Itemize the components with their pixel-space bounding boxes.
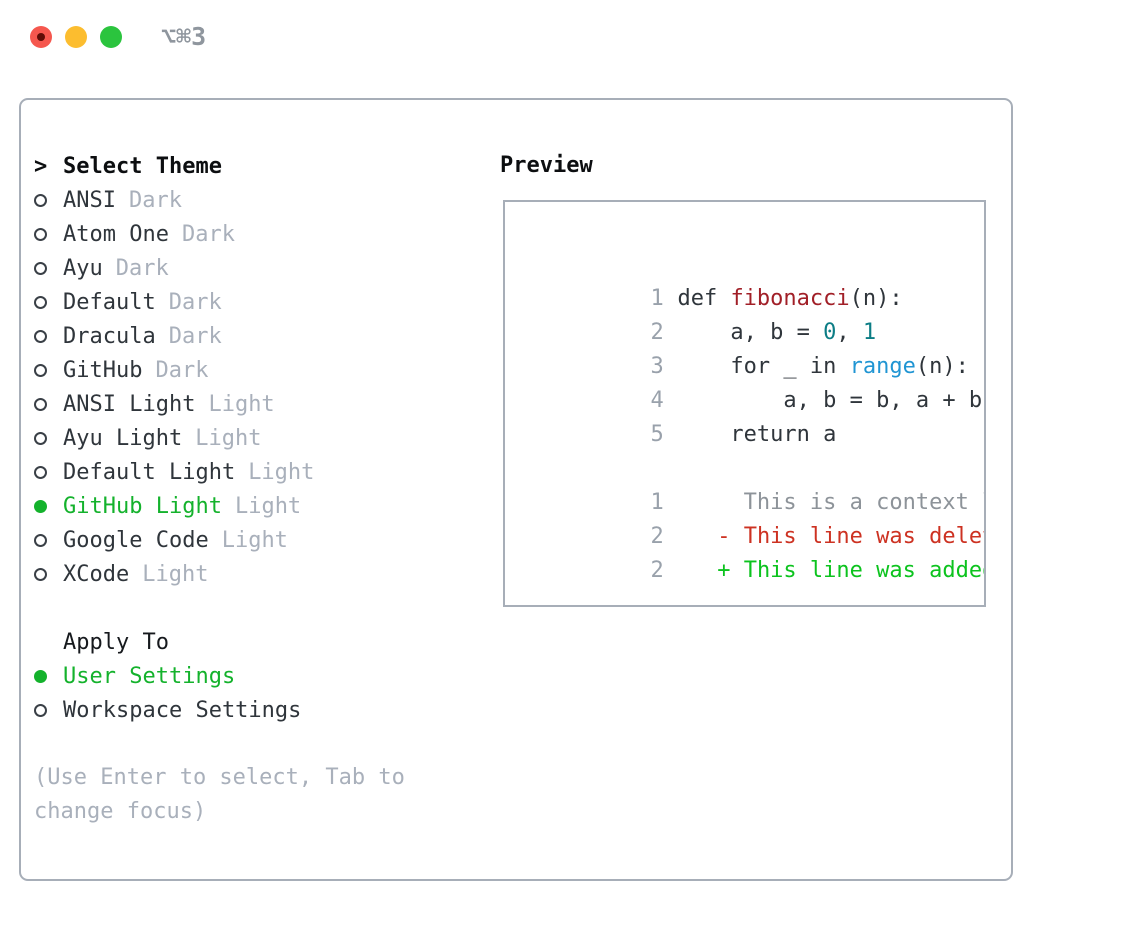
keyboard-hint-line-2: change focus) (34, 799, 207, 824)
line-number: 1 (650, 490, 664, 515)
line-number: 5 (650, 422, 664, 447)
theme-picker-panel: > Select Theme ANSI Dark Atom One Dark (19, 98, 1013, 881)
theme-variant-tag: Light (195, 425, 262, 451)
diff-text: + This line was added. (717, 558, 986, 583)
apply-to-option[interactable]: Workspace Settings (34, 693, 489, 727)
window-titlebar: ⌥⌘3 (30, 22, 207, 51)
diff-line: 1 This is a context line. (518, 452, 984, 515)
code-text: a, b = 0, 1 (677, 320, 877, 345)
zoom-window-icon[interactable] (100, 26, 122, 48)
window-title: ⌥⌘3 (161, 22, 207, 51)
theme-name: Ayu Light (63, 425, 183, 451)
preview-label: Preview (500, 153, 593, 178)
theme-name: Ayu (63, 255, 103, 281)
theme-option[interactable]: Google Code Light (34, 523, 489, 557)
line-number: 2 (650, 558, 664, 583)
theme-option[interactable]: XCode Light (34, 557, 489, 591)
theme-option[interactable]: Dracula Dark (34, 319, 489, 353)
theme-variant-tag: Light (142, 561, 209, 587)
theme-name: Atom One (63, 221, 169, 247)
theme-option[interactable]: GitHub Dark (34, 353, 489, 387)
diff-preview: 1 This is a context line. 2 - This line … (518, 452, 984, 583)
radio-icon (34, 465, 47, 479)
theme-name: GitHub (63, 357, 143, 383)
theme-variant-tag: Dark (115, 255, 169, 281)
select-theme-label: Select Theme (63, 153, 222, 179)
apply-to-list: User Settings Workspace Settings (34, 659, 489, 727)
theme-variant-tag: Light (248, 459, 315, 485)
theme-option[interactable]: Atom One Dark (34, 217, 489, 251)
theme-variant-tag: Dark (128, 187, 182, 213)
theme-name: Google Code (63, 527, 209, 553)
theme-variant-tag: Light (221, 527, 288, 553)
radio-icon (34, 227, 47, 241)
radio-icon (34, 329, 47, 343)
select-theme-header: > Select Theme (34, 149, 489, 183)
code-line: 1 def fibonacci(n): (518, 248, 984, 311)
radio-icon (34, 363, 47, 377)
focus-arrow-icon: > (34, 153, 48, 179)
code-line: 2 a, b = 0, 1 (518, 282, 984, 345)
code-line: 3 for _ in range(n): (518, 316, 984, 379)
theme-option[interactable]: GitHub Light Light (34, 489, 489, 523)
code-line: 5 return a (518, 384, 984, 447)
theme-option[interactable]: Ayu Dark (34, 251, 489, 285)
theme-option[interactable]: ANSI Light Light (34, 387, 489, 421)
theme-name: Dracula (63, 323, 156, 349)
radio-icon (34, 567, 47, 581)
theme-variant-tag: Dark (168, 323, 222, 349)
code-text: for _ in range(n): (677, 354, 969, 379)
line-number: 2 (650, 320, 664, 345)
theme-name: Default (63, 289, 156, 315)
line-number: 1 (650, 286, 664, 311)
close-window-icon[interactable] (30, 26, 52, 48)
diff-text: - This line was deleted. (717, 524, 984, 549)
code-text: return a (677, 422, 837, 447)
theme-variant-tag: Light (208, 391, 275, 417)
radio-icon (34, 261, 47, 275)
theme-name: ANSI Light (63, 391, 196, 417)
theme-variant-tag: Light (234, 493, 302, 519)
line-number: 3 (650, 354, 664, 379)
radio-icon (34, 499, 47, 513)
theme-variant-tag: Dark (181, 221, 235, 247)
line-number: 4 (650, 388, 664, 413)
theme-option[interactable]: ANSI Dark (34, 183, 489, 217)
diff-line: 2 - This line was deleted. (518, 486, 984, 549)
radio-icon (34, 431, 47, 445)
radio-icon (34, 533, 47, 547)
keyboard-hint-line-1: (Use Enter to select, Tab to (34, 765, 405, 790)
theme-list: ANSI Dark Atom One Dark Ayu Dark (34, 183, 489, 591)
line-number: 2 (650, 524, 664, 549)
radio-icon (34, 193, 47, 207)
code-line: 4 a, b = b, a + b (518, 350, 984, 413)
minimize-window-icon[interactable] (65, 26, 87, 48)
theme-name: XCode (63, 561, 130, 587)
code-preview: 1 def fibonacci(n): 2 a, b = 0, 1 3 for _… (518, 248, 984, 447)
code-text: a, b = b, a + b (677, 388, 983, 413)
apply-to-option-label: Workspace Settings (63, 697, 302, 723)
theme-list-column: > Select Theme ANSI Dark Atom One Dark (34, 149, 489, 829)
apply-to-option[interactable]: User Settings (34, 659, 489, 693)
radio-icon (34, 669, 47, 683)
theme-name: ANSI (63, 187, 116, 213)
apply-to-option-label: User Settings (63, 663, 236, 689)
diff-line: 2 + This line was added. (518, 520, 984, 583)
theme-option[interactable]: Default Dark (34, 285, 489, 319)
radio-icon (34, 397, 47, 411)
diff-text: This is a context line. (743, 490, 984, 515)
theme-name: Default Light (63, 459, 236, 485)
theme-name: GitHub Light (63, 493, 222, 519)
radio-icon (34, 295, 47, 309)
preview-box: 1 def fibonacci(n): 2 a, b = 0, 1 3 for _… (503, 200, 986, 607)
theme-variant-tag: Dark (155, 357, 209, 383)
code-text: def fibonacci(n): (677, 286, 903, 311)
radio-icon (34, 703, 47, 717)
theme-variant-tag: Dark (168, 289, 222, 315)
theme-option[interactable]: Default Light Light (34, 455, 489, 489)
theme-option[interactable]: Ayu Light Light (34, 421, 489, 455)
apply-to-label: Apply To (63, 629, 169, 655)
apply-to-header: Apply To (34, 625, 489, 659)
